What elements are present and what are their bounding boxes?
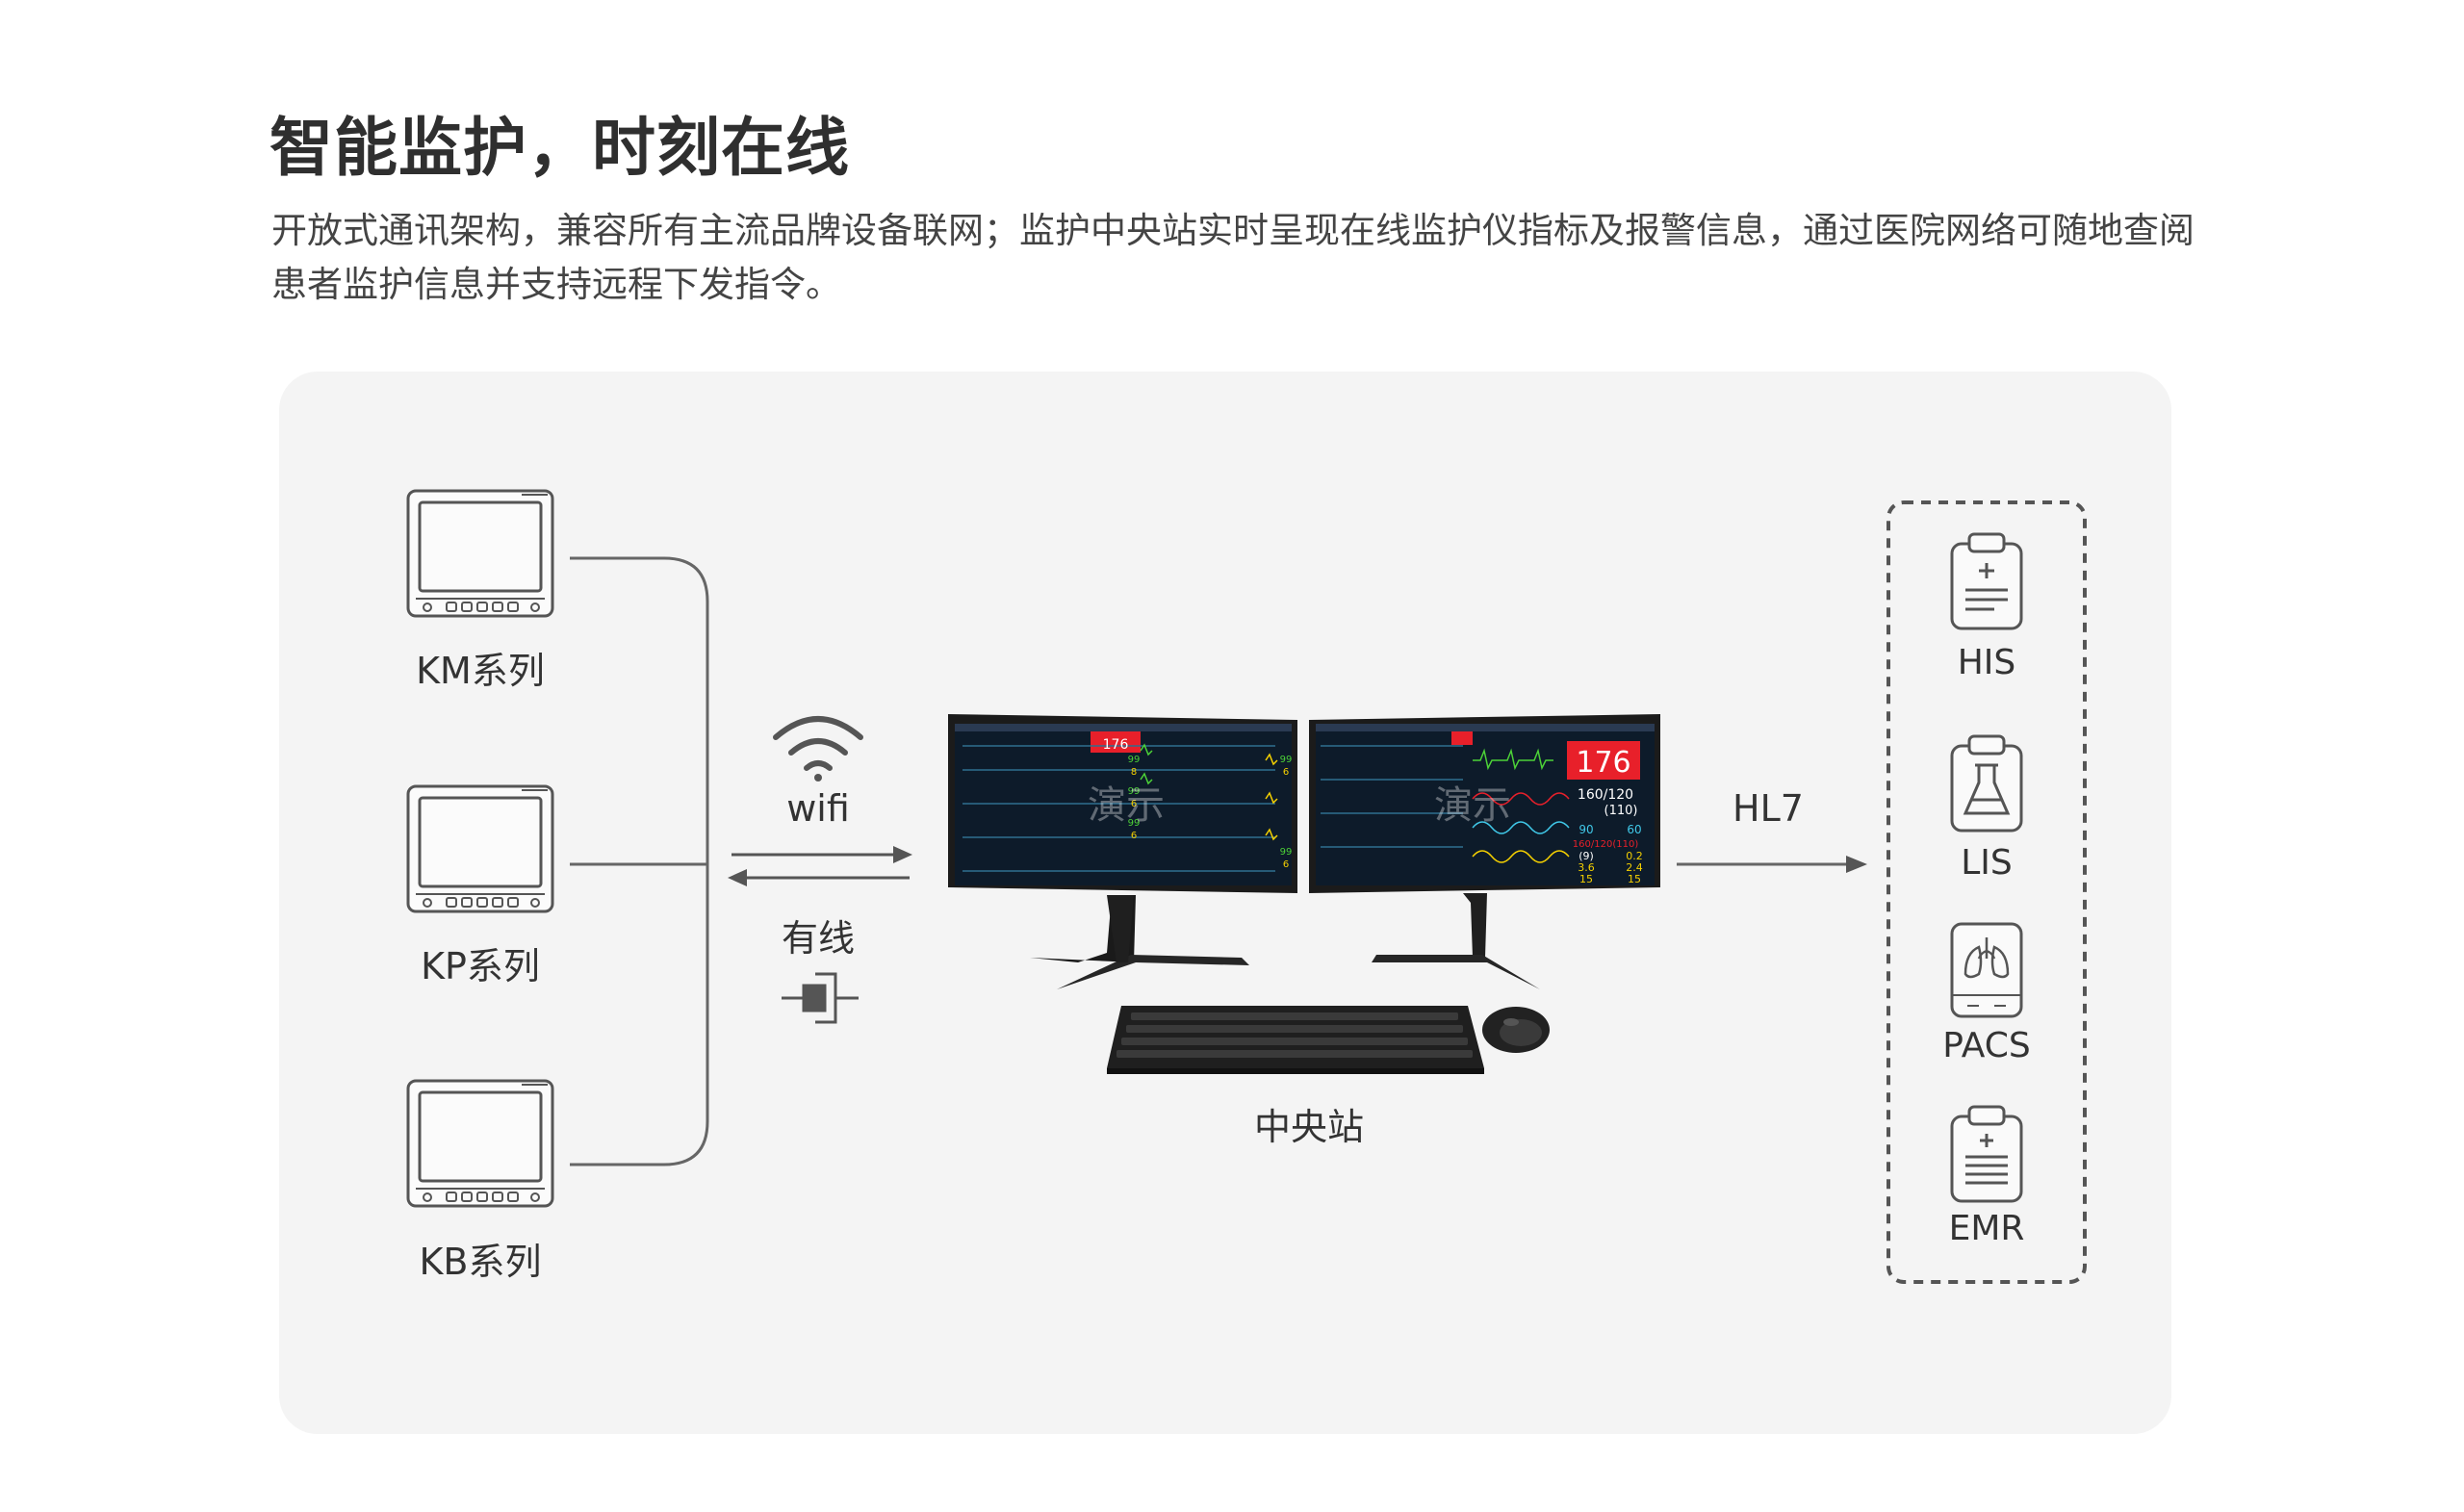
left-screen-watermark: 演示 (1088, 783, 1165, 828)
wifi-icon (773, 716, 863, 782)
device-label-kb: KB系列 (419, 1241, 542, 1283)
left-screen-value: 6 (1283, 859, 1289, 870)
right-screen-pr: 60 (1627, 823, 1641, 836)
left-screen-value: 99 (1128, 755, 1141, 765)
right-screen-value-a: 3.6 (1578, 861, 1595, 874)
emr-clipboard-plus-icon (1950, 1105, 2023, 1203)
left-screen-value: 6 (1131, 799, 1137, 809)
right-screen-bp-mean: (110) (1604, 804, 1638, 818)
device-label-kp: KP系列 (421, 945, 540, 987)
pacs-lungs-icon (1950, 922, 2023, 1018)
device-monitor-kb (406, 1079, 554, 1208)
keyboard (1107, 1006, 1484, 1074)
central-monitor-right (1309, 714, 1660, 989)
bidirectional-arrows (728, 846, 912, 886)
left-screen-value: 6 (1131, 831, 1137, 841)
device-label-km: KM系列 (416, 650, 545, 692)
lis-lab-flask-icon (1950, 734, 2023, 833)
system-label-emr: EMR (1948, 1209, 2025, 1248)
hl7-arrow (1677, 856, 1867, 873)
mouse (1482, 1007, 1550, 1053)
his-clipboard-plus-icon (1950, 532, 2023, 630)
right-screen-value-c: 2.4 (1626, 861, 1643, 874)
page-title: 智能监护，时刻在线 (270, 111, 850, 185)
right-screen-watermark: 演示 (1434, 783, 1511, 828)
right-screen-spo2: 90 (1578, 823, 1593, 836)
right-screen-bp: 160/120 (1578, 787, 1633, 803)
hospital-systems-box (1886, 500, 2087, 1284)
left-screen-value: 99 (1280, 847, 1293, 858)
right-screen-resp: (9) (1578, 850, 1594, 862)
left-screen-value: 99 (1280, 755, 1293, 765)
page-description: 开放式通讯架构，兼容所有主流品牌设备联网；监护中央站实时呈现在线监护仪指标及报警… (271, 210, 2194, 305)
right-screen-hr: 176 (1576, 746, 1630, 780)
left-screen-value: 99 (1128, 818, 1141, 829)
device-monitor-kp (406, 784, 554, 913)
system-label-lis: LIS (1961, 843, 2013, 883)
device-bracket-connector (570, 556, 709, 1166)
left-screen-value: 6 (1283, 767, 1289, 778)
diagram-panel (279, 372, 2171, 1434)
wired-plug-icon (782, 972, 859, 1024)
left-screen-value: 99 (1128, 786, 1141, 797)
system-label-pacs: PACS (1942, 1026, 2031, 1065)
device-monitor-km (406, 489, 554, 618)
hl7-label: HL7 (1732, 787, 1804, 830)
right-screen-bp2: 160/120(110) (1573, 839, 1639, 850)
wifi-label: wifi (786, 787, 850, 830)
system-label-his: HIS (1957, 643, 2016, 682)
central-station-label: 中央站 (1253, 1106, 1364, 1148)
right-screen-value-d: 15 (1579, 873, 1593, 885)
wired-label: 有线 (781, 917, 855, 960)
right-screen-value-e: 15 (1628, 873, 1641, 885)
right-screen-value-b: 0.2 (1626, 850, 1643, 862)
left-screen-hr: 176 (1103, 737, 1129, 753)
central-monitor-left (948, 714, 1297, 989)
left-screen-value: 8 (1131, 767, 1137, 778)
